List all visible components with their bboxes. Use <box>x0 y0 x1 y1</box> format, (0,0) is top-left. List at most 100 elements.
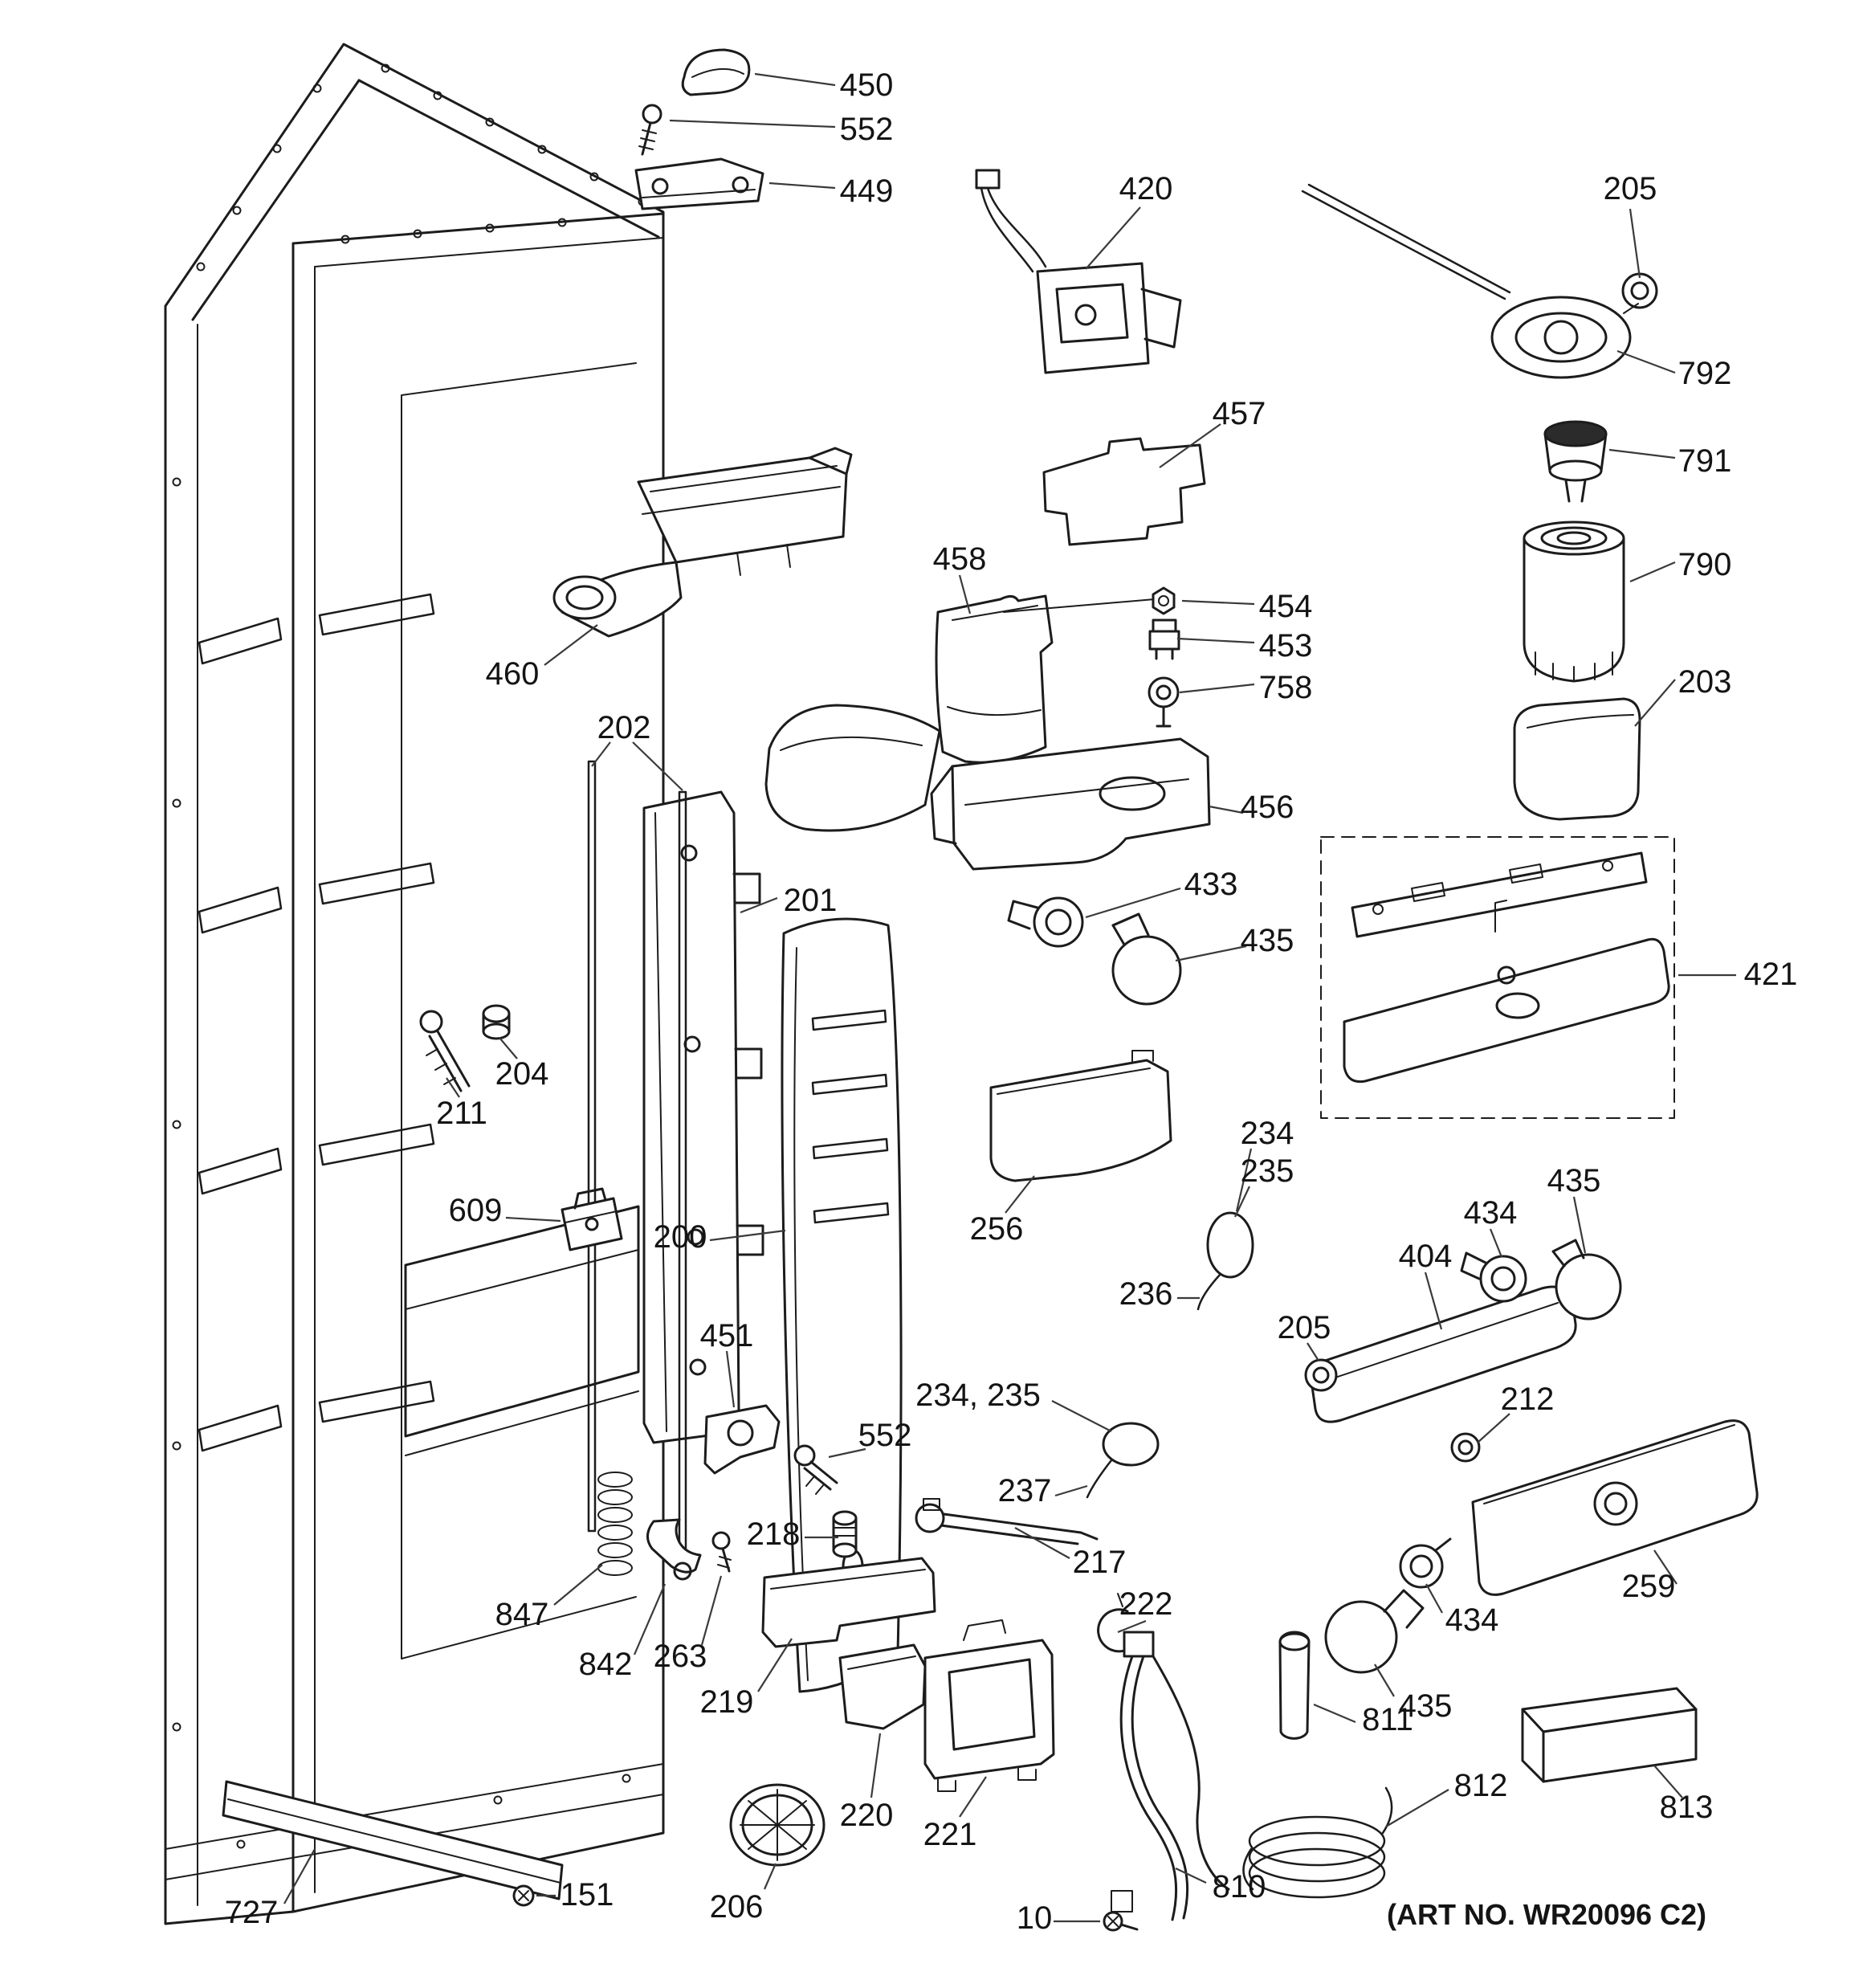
part-453-valve <box>1148 618 1180 660</box>
part-847-spring <box>597 1472 633 1576</box>
callout-label-237: 237 <box>998 1473 1052 1508</box>
part-211-screw <box>419 1010 471 1092</box>
callout-leader-206 <box>763 1863 777 1890</box>
duct-scoop <box>764 704 941 832</box>
callout-leader-234-235 <box>1051 1400 1112 1432</box>
callout-label-421: 421 <box>1744 957 1798 992</box>
part-451-bracket <box>703 1404 781 1475</box>
callout-label-450: 450 <box>840 67 894 103</box>
callout-label-434-right: 434 <box>1464 1195 1518 1231</box>
callout-leader-234 <box>1235 1148 1253 1212</box>
callout-leader-435-upper <box>1175 945 1247 962</box>
callout-label-212: 212 <box>1501 1382 1555 1417</box>
part-151-screw <box>512 1884 535 1907</box>
callout-label-151: 151 <box>561 1877 614 1912</box>
part-202-rails <box>587 760 687 1568</box>
callout-leader-811 <box>1313 1703 1356 1724</box>
callout-label-202: 202 <box>597 710 651 745</box>
callout-label-847: 847 <box>495 1597 549 1632</box>
callout-label-552-top: 552 <box>840 112 894 147</box>
callout-leader-842 <box>633 1583 667 1655</box>
part-263-screw <box>711 1531 732 1573</box>
callout-label-222: 222 <box>1119 1586 1173 1622</box>
callout-leader-433 <box>1085 887 1181 919</box>
callout-label-221: 221 <box>923 1817 977 1852</box>
part-434-socket-lower <box>1399 1537 1452 1589</box>
part-234-235-sensor-mid <box>1086 1422 1160 1499</box>
callout-leader-812 <box>1385 1789 1449 1827</box>
callout-leader-211 <box>446 1077 460 1098</box>
callout-label-219: 219 <box>700 1684 754 1720</box>
part-552-screw-top <box>638 104 662 156</box>
part-222-clip <box>1097 1593 1134 1653</box>
callout-label-235: 235 <box>1241 1153 1294 1189</box>
part-259-cover-panel <box>1471 1419 1759 1596</box>
callout-leader-451 <box>725 1350 736 1408</box>
callout-leader-434-right <box>1489 1228 1503 1258</box>
callout-leader-449 <box>768 182 836 190</box>
callout-leader-200 <box>709 1229 786 1242</box>
part-792-filter-cup <box>1301 183 1639 379</box>
callout-label-812: 812 <box>1454 1768 1508 1803</box>
part-434-socket-right <box>1460 1251 1527 1303</box>
part-449-bracket <box>634 157 764 210</box>
callout-leader-222 <box>1117 1619 1147 1634</box>
part-790-water-filter <box>1523 520 1625 683</box>
part-256-cover <box>989 1050 1172 1182</box>
callout-label-200: 200 <box>654 1219 707 1255</box>
part-221-bracket-assembly <box>923 1619 1055 1792</box>
part-234-235-sensor-upper <box>1196 1211 1254 1311</box>
callout-leader-205-mid <box>1307 1342 1319 1361</box>
callout-leader-456 <box>1209 805 1244 814</box>
part-842-lever <box>646 1518 702 1581</box>
callout-leader-791 <box>1608 448 1676 459</box>
callout-label-218: 218 <box>747 1517 801 1552</box>
callout-leader-212 <box>1477 1413 1510 1443</box>
callout-leader-221 <box>959 1776 987 1818</box>
callout-leader-552-lower <box>828 1447 866 1459</box>
callout-label-211: 211 <box>436 1096 487 1131</box>
part-205-grommet-top <box>1621 272 1658 309</box>
callout-leader-727 <box>283 1848 316 1904</box>
callout-label-205-mid: 205 <box>1278 1310 1331 1345</box>
callout-label-792: 792 <box>1678 356 1732 391</box>
part-435-bulb-upper <box>1111 912 1182 1006</box>
callout-leader-552-top <box>669 119 836 129</box>
callout-label-451: 451 <box>700 1318 754 1353</box>
callout-leader-458 <box>958 574 972 614</box>
callout-label-404: 404 <box>1399 1239 1453 1274</box>
part-420-ice-maker-wiring <box>975 169 1182 374</box>
callout-leader-457 <box>1159 423 1221 468</box>
callout-leader-263 <box>700 1575 723 1646</box>
callout-leader-259 <box>1653 1549 1678 1585</box>
art-number-text: (ART NO. WR20096 C2) <box>1387 1898 1706 1931</box>
part-201-mullion-rail <box>642 790 764 1444</box>
callout-label-453: 453 <box>1259 628 1313 663</box>
part-454-wire-shaft <box>1003 598 1156 613</box>
callout-label-552-lower: 552 <box>858 1418 912 1453</box>
callout-label-205-top: 205 <box>1604 171 1657 206</box>
callout-label-256: 256 <box>970 1211 1024 1247</box>
callout-label-433: 433 <box>1184 867 1238 902</box>
callout-label-10: 10 <box>1017 1900 1053 1936</box>
callout-label-435-right: 435 <box>1547 1163 1601 1198</box>
part-450-handle <box>681 48 751 96</box>
part-457-cover-plate <box>1042 437 1206 546</box>
callout-label-217: 217 <box>1073 1545 1127 1580</box>
callout-label-420: 420 <box>1119 171 1173 206</box>
callout-leader-810 <box>1175 1868 1207 1884</box>
callout-leader-201 <box>740 896 778 914</box>
callout-label-791: 791 <box>1678 443 1732 479</box>
callout-label-435-lower: 435 <box>1399 1688 1453 1724</box>
part-421-dispenser-module <box>1320 836 1675 1119</box>
part-758-plug <box>1148 676 1180 728</box>
callout-label-434-lower: 434 <box>1445 1602 1499 1638</box>
callout-leader-237 <box>1054 1484 1088 1497</box>
callout-leader-450 <box>754 72 836 87</box>
callout-leader-420 <box>1085 206 1141 270</box>
callout-label-259: 259 <box>1622 1569 1676 1604</box>
callout-leader-220 <box>870 1733 882 1798</box>
part-219-tray <box>761 1557 936 1648</box>
callout-label-206: 206 <box>710 1889 764 1925</box>
callout-label-457: 457 <box>1213 396 1266 431</box>
